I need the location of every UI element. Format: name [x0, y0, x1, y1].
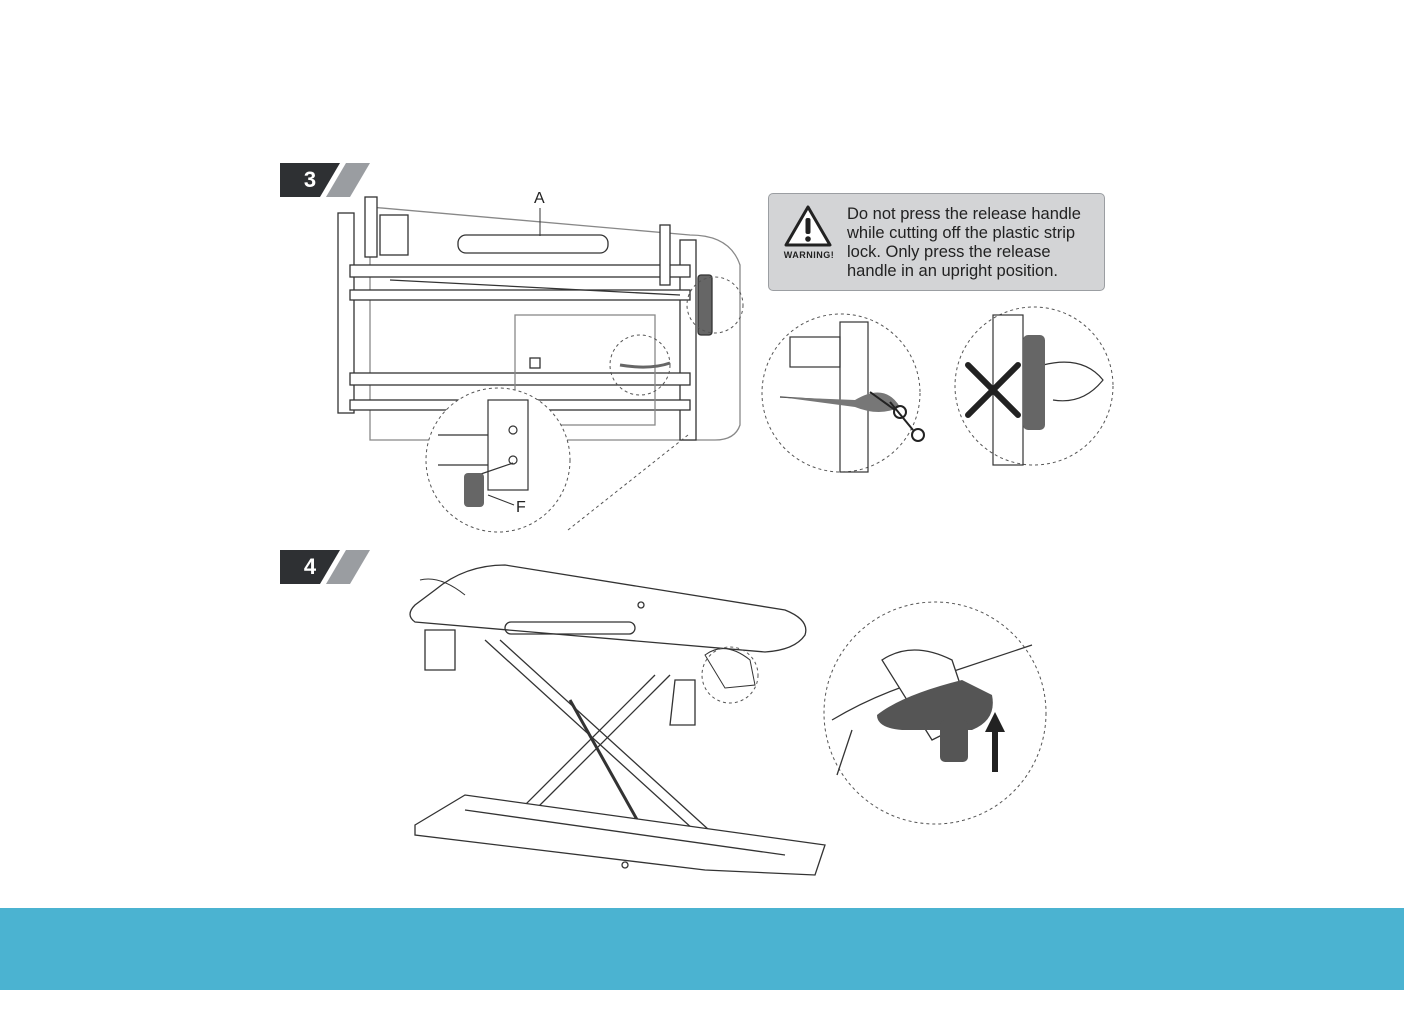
callout-f: F [516, 499, 526, 517]
callout-a: A [534, 190, 545, 208]
detail-zoom-f [418, 385, 708, 545]
step-4-badge: 4 [280, 550, 372, 584]
step-3-number: 3 [280, 163, 340, 197]
desk-raise-illustration [405, 560, 825, 885]
cut-strap-detail [760, 312, 925, 477]
callout-a-leader [538, 208, 542, 238]
warning-triangle-icon [783, 204, 833, 248]
warning-label: WARNING! [779, 250, 839, 260]
step-4-number: 4 [280, 550, 340, 584]
footer-bar [0, 908, 1404, 990]
release-handle-zoom [822, 600, 1052, 830]
warning-text: Do not press the release handle while cu… [847, 205, 1102, 281]
no-press-detail [953, 305, 1118, 470]
warning-box: WARNING! Do not press the release handle… [768, 193, 1105, 291]
step-3-badge: 3 [280, 163, 372, 197]
